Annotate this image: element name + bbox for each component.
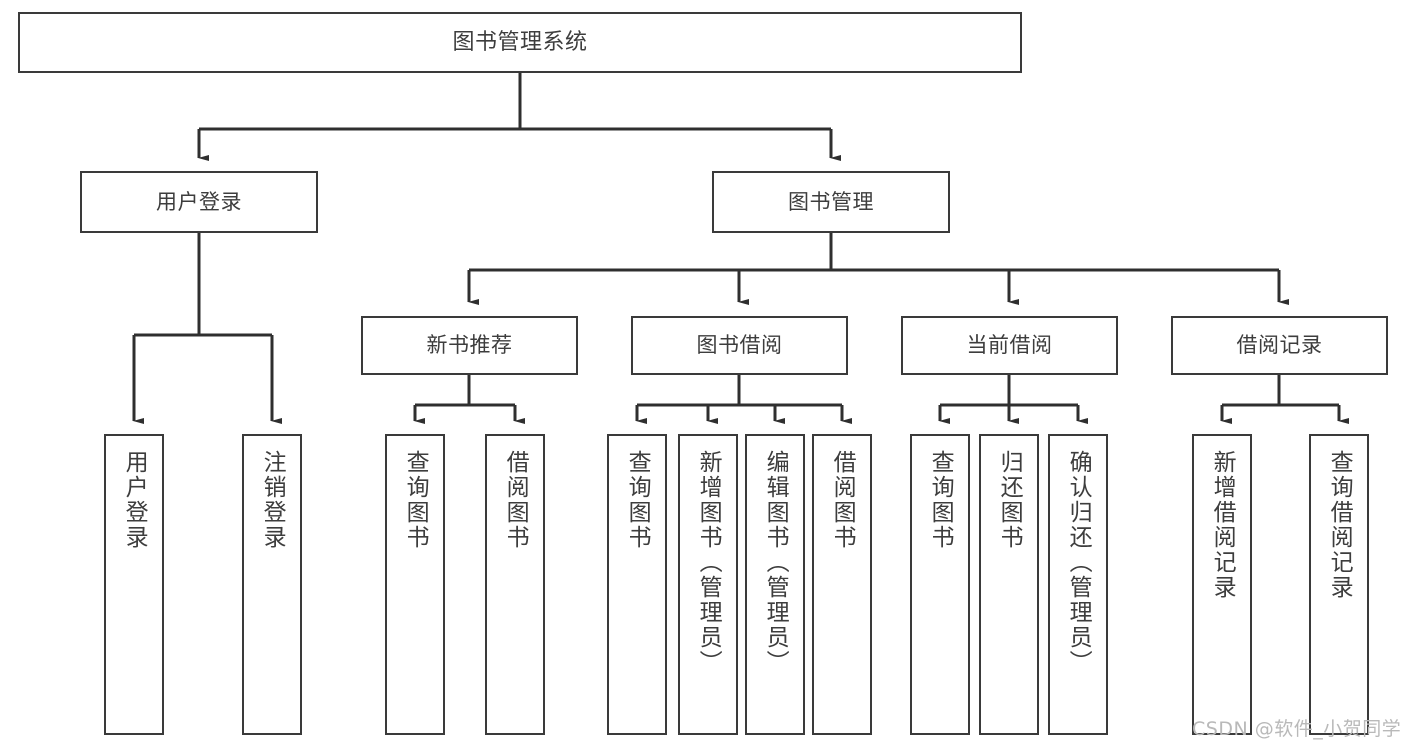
node-book-borrow-label: 图书借阅 — [696, 333, 783, 358]
leaf-current-confirm-return[interactable]: 确认归还（管理员） — [1048, 434, 1108, 735]
node-borrow-record[interactable]: 借阅记录 — [1171, 316, 1388, 375]
leaf-new-book-borrow[interactable]: 借阅图书 — [485, 434, 545, 735]
leaf-borrow-borrow-book-label: 借阅图书 — [829, 450, 856, 550]
leaf-borrow-add-book[interactable]: 新增图书（管理员） — [678, 434, 738, 735]
leaf-borrow-edit-book[interactable]: 编辑图书（管理员） — [745, 434, 805, 735]
node-user-login[interactable]: 用户登录 — [80, 171, 318, 233]
leaf-user-login-logout-label: 注销登录 — [259, 450, 286, 550]
node-current-borrow[interactable]: 当前借阅 — [901, 316, 1118, 375]
leaf-current-confirm-return-label: 确认归还（管理员） — [1065, 450, 1092, 675]
leaf-record-add-record-label: 新增借阅记录 — [1209, 450, 1236, 600]
leaf-new-book-query-label: 查询图书 — [402, 450, 429, 550]
node-root-system[interactable]: 图书管理系统 — [18, 12, 1022, 73]
node-book-management-label: 图书管理 — [788, 189, 874, 214]
leaf-new-book-borrow-label: 借阅图书 — [502, 450, 529, 550]
leaf-user-login-login[interactable]: 用户登录 — [104, 434, 164, 735]
leaf-user-login-logout[interactable]: 注销登录 — [242, 434, 302, 735]
leaf-current-query-book-label: 查询图书 — [927, 450, 954, 550]
node-new-book-recommend[interactable]: 新书推荐 — [361, 316, 578, 375]
leaf-borrow-add-book-label: 新增图书（管理员） — [695, 450, 722, 675]
leaf-user-login-login-label: 用户登录 — [121, 450, 148, 550]
csdn-watermark: CSDN @软件_小贺同学 — [1192, 718, 1402, 740]
leaf-current-query-book[interactable]: 查询图书 — [910, 434, 970, 735]
node-book-management[interactable]: 图书管理 — [712, 171, 950, 233]
leaf-borrow-query-book[interactable]: 查询图书 — [607, 434, 667, 735]
node-borrow-record-label: 借阅记录 — [1236, 333, 1323, 358]
leaf-record-query-record[interactable]: 查询借阅记录 — [1309, 434, 1369, 735]
leaf-record-query-record-label: 查询借阅记录 — [1326, 450, 1353, 600]
node-current-borrow-label: 当前借阅 — [966, 333, 1053, 358]
node-new-book-recommend-label: 新书推荐 — [426, 333, 513, 358]
leaf-borrow-query-book-label: 查询图书 — [624, 450, 651, 550]
node-book-borrow[interactable]: 图书借阅 — [631, 316, 848, 375]
leaf-borrow-edit-book-label: 编辑图书（管理员） — [762, 450, 789, 675]
leaf-current-return-book[interactable]: 归还图书 — [979, 434, 1039, 735]
leaf-new-book-query[interactable]: 查询图书 — [385, 434, 445, 735]
node-root-system-label: 图书管理系统 — [452, 29, 588, 55]
node-user-login-label: 用户登录 — [156, 189, 242, 214]
leaf-current-return-book-label: 归还图书 — [996, 450, 1023, 550]
leaf-record-add-record[interactable]: 新增借阅记录 — [1192, 434, 1252, 735]
leaf-borrow-borrow-book[interactable]: 借阅图书 — [812, 434, 872, 735]
